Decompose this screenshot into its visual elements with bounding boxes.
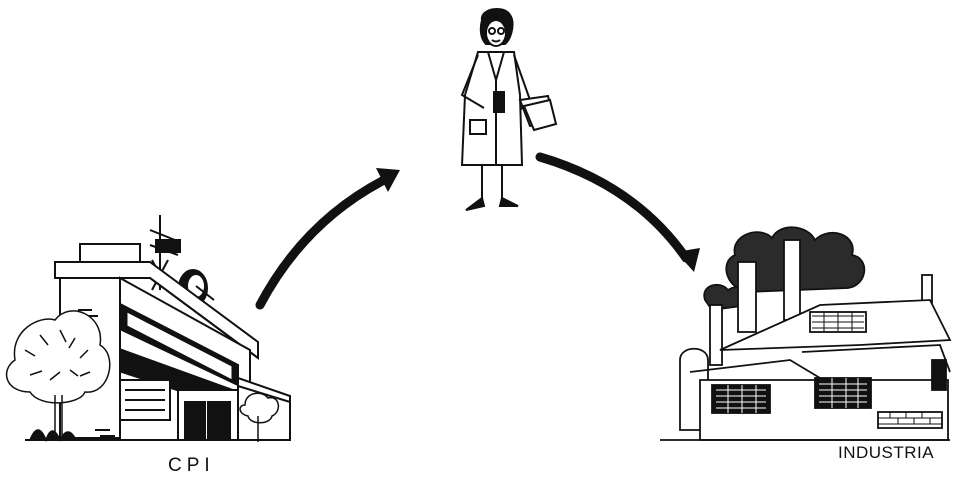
factory-icon [660, 227, 950, 440]
arrow-head-icon [676, 248, 700, 272]
arrow-researcher-to-industria [540, 157, 686, 258]
cpi-label: CPI [168, 455, 215, 477]
researcher-icon [462, 9, 556, 210]
industria-label: INDUSTRIA [838, 443, 934, 463]
arrow-cpi-to-researcher [260, 178, 388, 305]
